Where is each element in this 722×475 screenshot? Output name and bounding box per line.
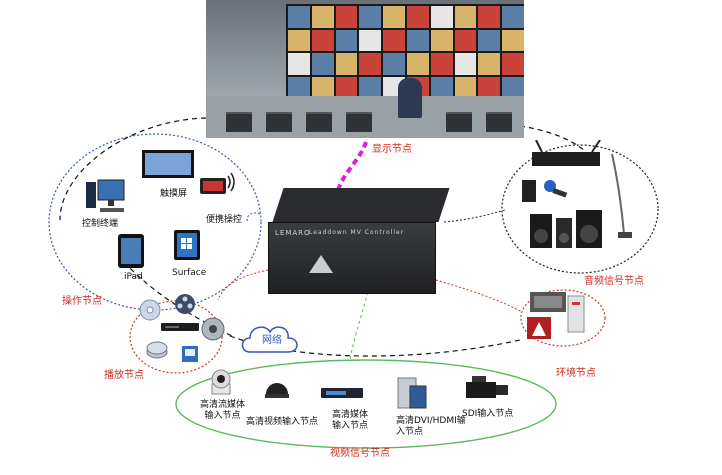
operation-node-label: 操作节点 (62, 296, 102, 307)
media-box-icon (321, 388, 363, 398)
operator-figure (398, 78, 422, 118)
environment-panel-icon (530, 292, 566, 312)
hd-video-input-label: 高清视频输入节点 (246, 417, 319, 427)
speaker-icon (530, 210, 602, 248)
disc-stack-icon (146, 341, 168, 359)
gooseneck-mic-icon (611, 153, 632, 238)
console-desks (206, 96, 524, 138)
link-operation (246, 212, 261, 223)
sdi-input-label: SDI输入节点 (462, 409, 514, 419)
audio-ring (501, 144, 659, 274)
link-environment (435, 279, 523, 313)
controller-box-icon: LEMARO Leaddown MV Controller (268, 188, 450, 294)
film-reel-icon (175, 294, 195, 314)
wireless-receiver-icon (532, 140, 601, 166)
device-logo: LEMARO (275, 229, 311, 237)
media-card-icon (182, 346, 198, 362)
disc-icon (139, 299, 161, 321)
dome-camera-icon (265, 383, 289, 398)
cabinet-icon (567, 295, 585, 333)
video-ring (175, 359, 557, 449)
ptz-camera-icon (211, 369, 231, 395)
ipad-label: iPad (124, 272, 143, 282)
portable-label: 便携操控 (206, 215, 243, 225)
monitoring-room-photo (206, 0, 524, 138)
camcorder-icon (466, 376, 508, 398)
display-node-label: 显示节点 (372, 144, 412, 155)
video-wall (286, 4, 524, 100)
video-node-label: 视频信号节点 (330, 448, 390, 459)
dvi-hdmi-input-label: 高清DVI/HDMI输 入节点 (396, 416, 466, 437)
loop-link-right-top (519, 125, 587, 153)
link-playback (217, 269, 269, 301)
loop-link-left-top (59, 117, 207, 221)
touchscreen-label: 触摸屏 (160, 189, 188, 199)
stage-light-icon (527, 317, 551, 339)
desktop-computer-icon (86, 179, 125, 212)
touch-monitor-icon (142, 150, 194, 178)
wireless-remote-icon (200, 172, 235, 194)
tablet-icon (118, 234, 144, 268)
streaming-input-label: 高清流媒体 输入节点 (200, 400, 246, 421)
link-video (349, 291, 369, 361)
cloud-icon (241, 326, 298, 353)
device-model: Leaddown MV Controller (309, 229, 405, 236)
network-label: 网络 (262, 335, 282, 346)
audio-node-label: 音频信号节点 (584, 276, 644, 287)
server-icon (397, 377, 427, 409)
environment-ring (520, 289, 606, 347)
link-audio (443, 209, 506, 223)
terminal-label: 控制终端 (82, 219, 119, 229)
playback-node-label: 播放节点 (104, 370, 144, 381)
environment-node-label: 环境节点 (556, 368, 596, 379)
hd-media-input-label: 高清媒体 输入节点 (332, 410, 369, 431)
surface-tablet-icon (174, 230, 200, 260)
hard-disk-icon (201, 317, 225, 341)
link-display (336, 141, 368, 191)
microphone-icon (522, 180, 568, 202)
dvd-player-icon (161, 323, 199, 331)
surface-label: Surface (172, 268, 207, 278)
